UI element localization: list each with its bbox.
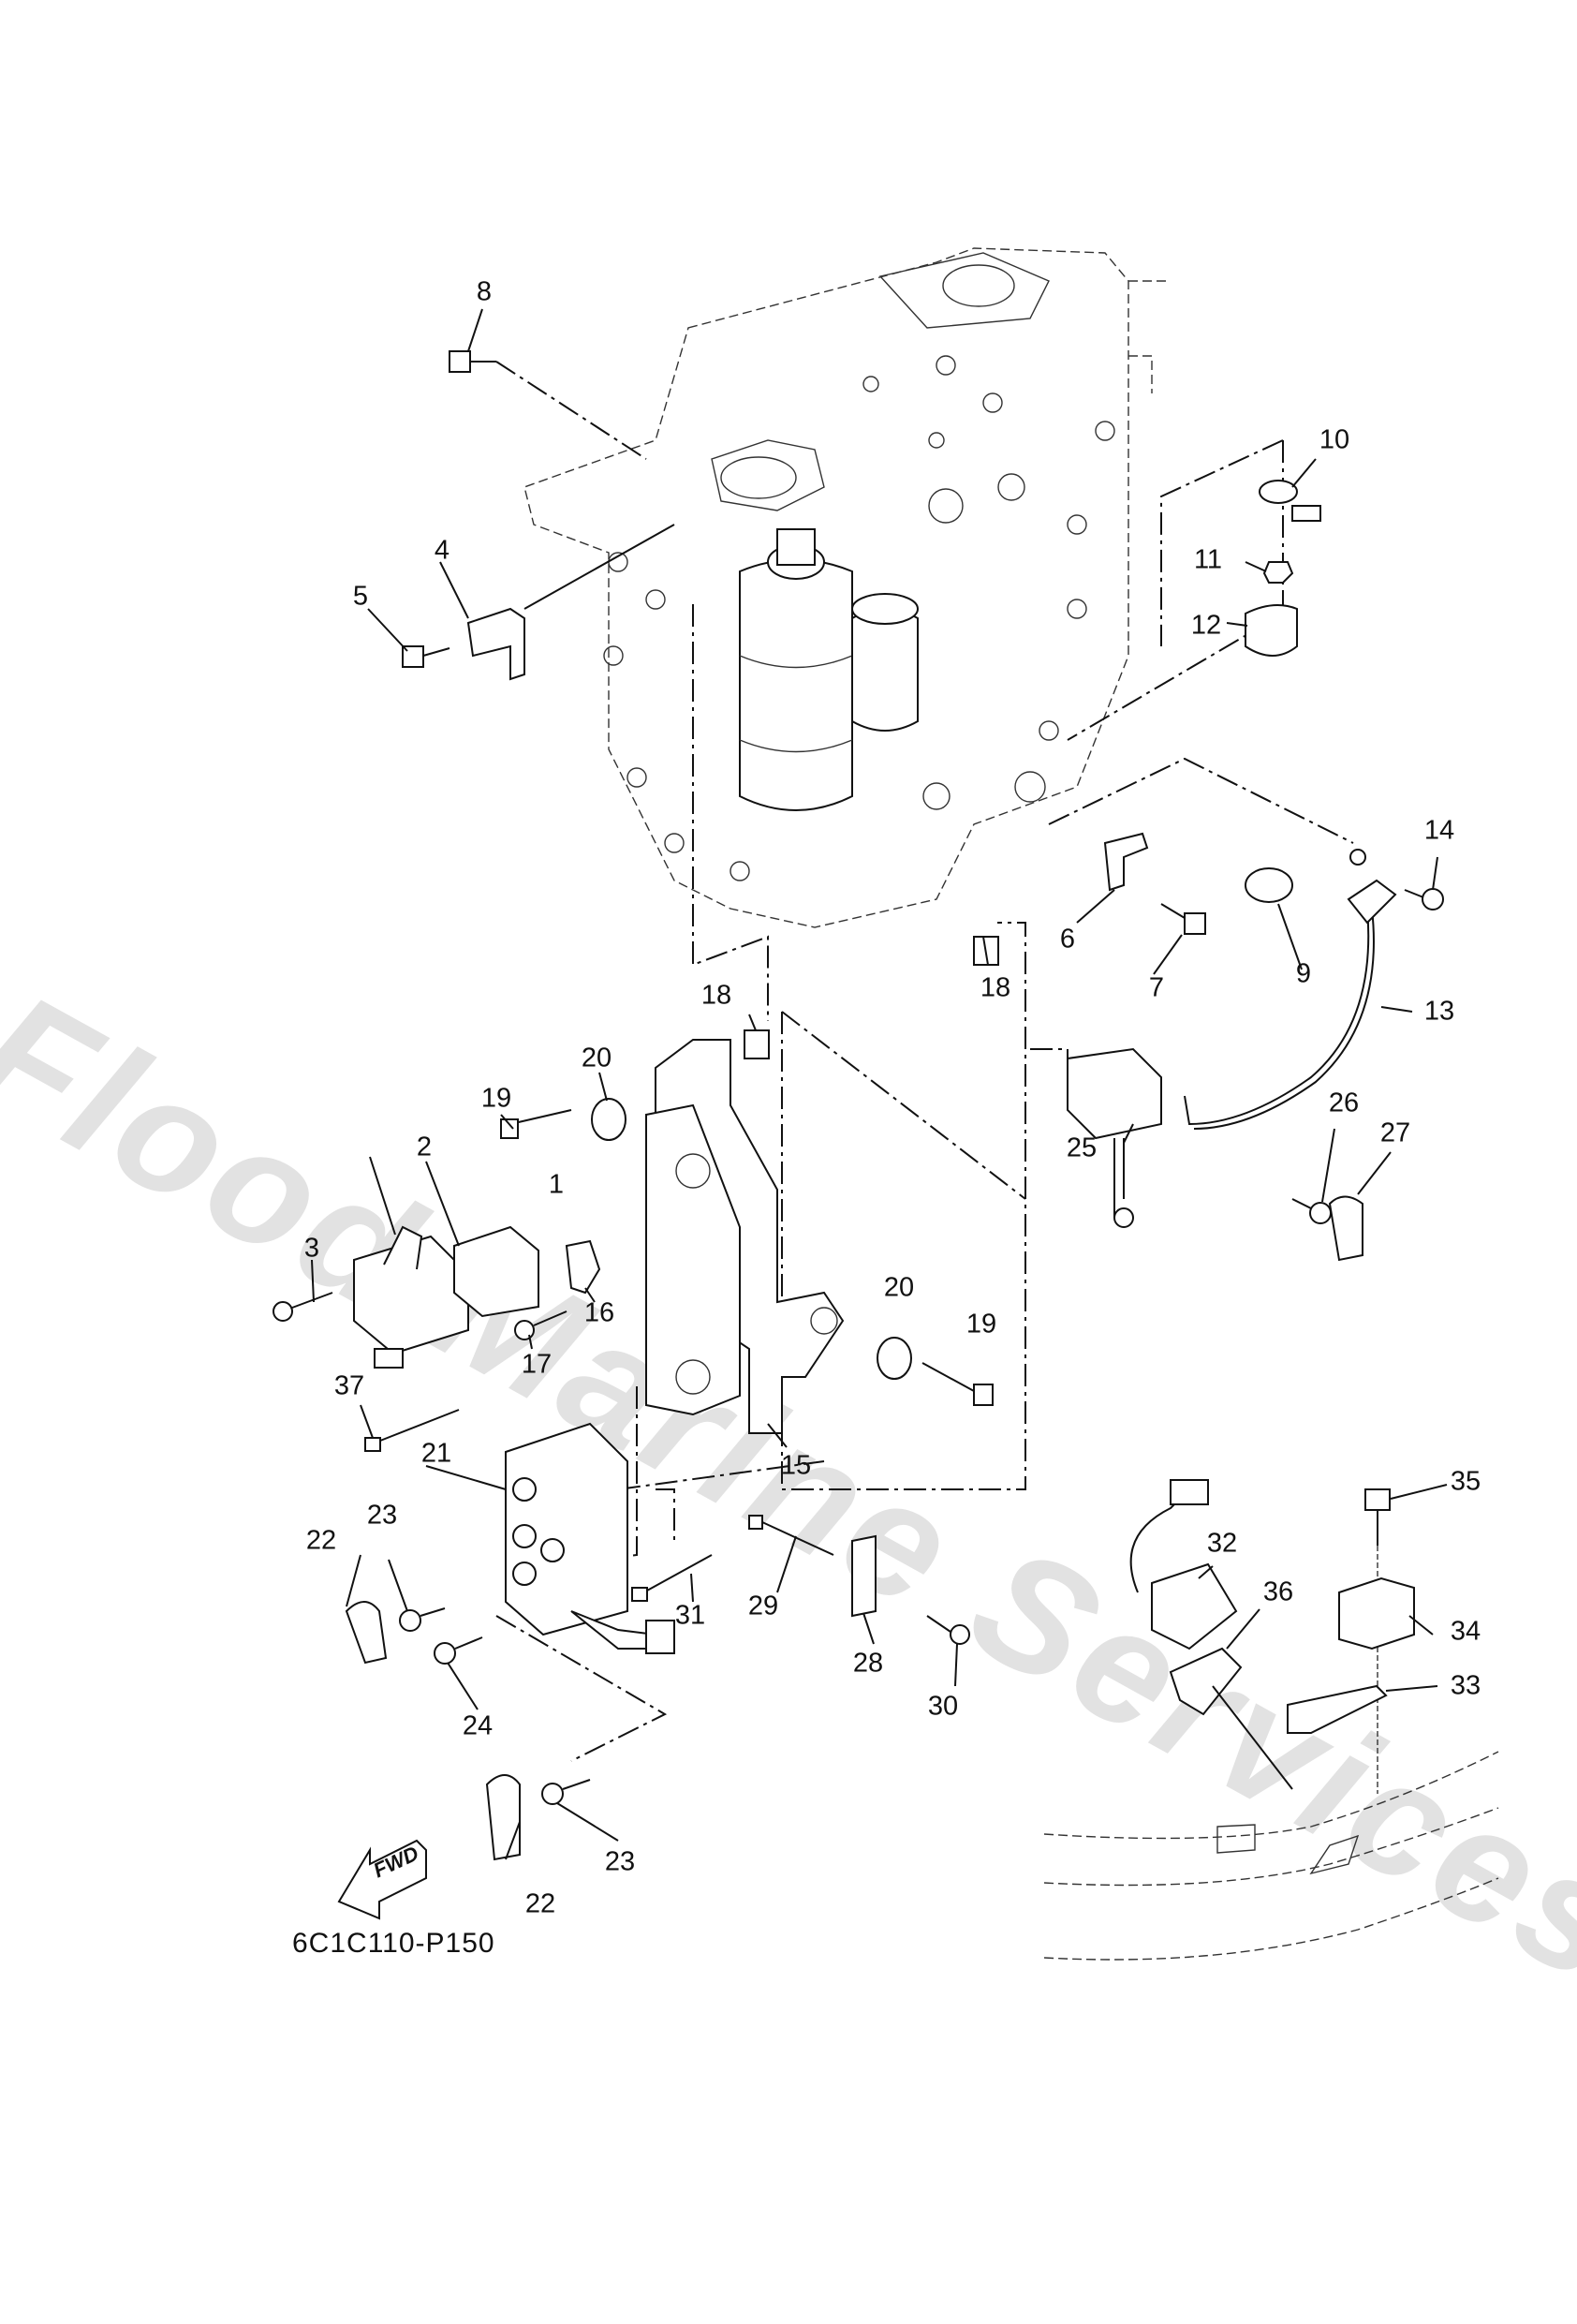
callout-4[interactable]: 4: [434, 535, 450, 566]
callout-22-lower[interactable]: 22: [524, 1888, 556, 1919]
fwd-arrow-icon: [337, 1839, 427, 1920]
callout-2[interactable]: 2: [416, 1132, 433, 1162]
callout-15[interactable]: 15: [780, 1450, 812, 1481]
callout-11[interactable]: 11: [1193, 544, 1223, 575]
rectifier: [1067, 1047, 1162, 1228]
callout-36[interactable]: 36: [1262, 1576, 1294, 1607]
callout-23-upper[interactable]: 23: [366, 1500, 398, 1531]
callout-1[interactable]: 1: [548, 1169, 565, 1200]
callout-7[interactable]: 7: [1148, 972, 1165, 1003]
callout-5[interactable]: 5: [352, 581, 369, 612]
callout-10[interactable]: 10: [1319, 424, 1350, 455]
callout-20-left[interactable]: 20: [581, 1043, 612, 1073]
callout-30[interactable]: 30: [927, 1691, 959, 1722]
callout-17[interactable]: 17: [521, 1349, 553, 1380]
callout-14[interactable]: 14: [1423, 815, 1455, 846]
lead-wire: [1184, 908, 1370, 1126]
fasteners: [273, 350, 1444, 1861]
relay: [353, 1225, 469, 1369]
callout-6[interactable]: 6: [1059, 924, 1076, 955]
callout-23-lower[interactable]: 23: [604, 1846, 636, 1877]
callout-31[interactable]: 31: [674, 1600, 706, 1631]
callout-26[interactable]: 26: [1328, 1088, 1360, 1118]
callout-29[interactable]: 29: [747, 1591, 779, 1621]
callout-20-right[interactable]: 20: [883, 1272, 915, 1303]
rectifier-regulator: [505, 1422, 675, 1654]
callout-24[interactable]: 24: [462, 1710, 494, 1741]
callout-25[interactable]: 25: [1066, 1132, 1098, 1163]
callout-8[interactable]: 8: [476, 276, 493, 307]
callout-21[interactable]: 21: [420, 1438, 452, 1469]
callout-18-upper[interactable]: 18: [700, 980, 732, 1011]
relay-cover: [453, 1225, 539, 1318]
callout-37[interactable]: 37: [333, 1370, 365, 1401]
starter-motor: [739, 528, 853, 811]
callout-16[interactable]: 16: [583, 1297, 615, 1328]
callout-27[interactable]: 27: [1379, 1118, 1411, 1148]
callout-18-lower[interactable]: 18: [980, 972, 1011, 1003]
starter-solenoid: [851, 593, 919, 732]
callout-22-upper[interactable]: 22: [305, 1525, 337, 1556]
callout-19-left[interactable]: 19: [480, 1083, 512, 1114]
callout-35[interactable]: 35: [1450, 1466, 1481, 1497]
callout-12[interactable]: 12: [1190, 610, 1222, 641]
bracket: [645, 1039, 845, 1434]
callout-32[interactable]: 32: [1206, 1528, 1238, 1559]
engine-block: [523, 247, 1171, 928]
callout-28[interactable]: 28: [852, 1648, 884, 1679]
callout-3[interactable]: 3: [303, 1233, 320, 1264]
leader-lines: [311, 308, 1448, 1860]
callout-34[interactable]: 34: [1450, 1616, 1481, 1647]
callout-13[interactable]: 13: [1423, 996, 1455, 1027]
diagram-code: 6C1C110-P150: [292, 1928, 495, 1959]
cowling-outline: [1043, 1751, 1499, 1961]
callout-9[interactable]: 9: [1295, 958, 1312, 989]
callout-19-right[interactable]: 19: [965, 1309, 997, 1340]
callout-33[interactable]: 33: [1450, 1670, 1481, 1701]
